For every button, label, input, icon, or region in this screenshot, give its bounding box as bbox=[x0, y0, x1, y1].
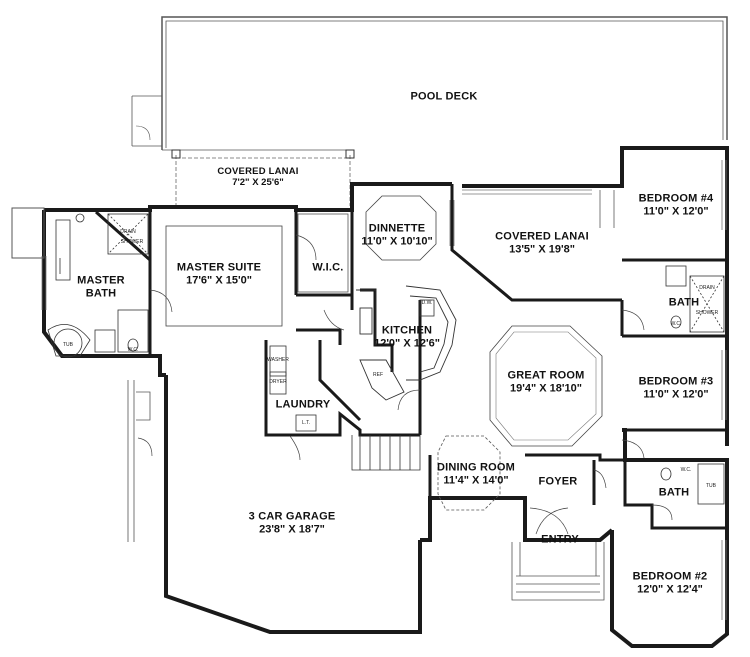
fixture-label-dryer: DRYER bbox=[269, 379, 287, 385]
room-name: BEDROOM #4 bbox=[638, 192, 714, 205]
room-name: DINING ROOM bbox=[437, 461, 515, 474]
room-label-kitchen: KITCHEN 12'0" X 12'6" bbox=[374, 324, 440, 349]
room-label-covered-lanai-right: COVERED LANAI 13'5" X 19'8" bbox=[495, 230, 589, 255]
room-name: MASTER SUITE bbox=[176, 261, 262, 274]
room-name: 3 CAR GARAGE bbox=[248, 510, 336, 523]
room-label-pool-deck: POOL DECK bbox=[411, 91, 478, 104]
room-label-master-suite: MASTER SUITE 17'6" X 15'0" bbox=[177, 261, 261, 286]
fixture-label-shower-upper: SHOWER bbox=[695, 310, 719, 316]
room-label-entry: ENTRY bbox=[541, 534, 579, 547]
fixture-label-shower: SHOWER bbox=[120, 239, 144, 245]
great-room-rug bbox=[489, 325, 603, 447]
room-label-laundry: LAUNDRY bbox=[276, 399, 331, 412]
room-label-master-bath: MASTER BATH bbox=[75, 274, 127, 299]
room-dims: 23'8" X 18'7" bbox=[259, 523, 325, 535]
dinnette-table bbox=[365, 195, 437, 261]
master-suite-bed bbox=[165, 225, 283, 327]
room-name: COVERED LANAI bbox=[217, 166, 299, 178]
room-name: KITCHEN bbox=[381, 324, 433, 337]
fixture-label-washer: WASHER bbox=[267, 357, 289, 363]
kitchen-sink bbox=[419, 299, 435, 317]
wic-shelf bbox=[297, 213, 349, 293]
master-bath-bump bbox=[11, 207, 45, 259]
pool-deck-outline bbox=[131, 16, 728, 151]
fixture-label-drain-upper: DRAIN bbox=[699, 285, 715, 291]
room-name: POOL DECK bbox=[410, 90, 478, 103]
fixture-label-tub: TUB bbox=[63, 342, 73, 348]
lanai-column bbox=[345, 149, 355, 159]
laundry-dryer bbox=[269, 371, 287, 395]
room-label-foyer: FOYER bbox=[539, 476, 578, 489]
fixture-label-tub-lower: TUB bbox=[706, 483, 716, 489]
room-dims: 11'0" X 10'10" bbox=[361, 235, 433, 247]
room-name: ENTRY bbox=[541, 533, 579, 546]
room-label-bath-lower: BATH bbox=[659, 487, 690, 500]
lower-bath-fixtures bbox=[660, 463, 725, 505]
room-dims: 11'0" X 12'0" bbox=[643, 388, 709, 400]
entry-steps bbox=[511, 542, 605, 601]
room-dims: 11'4" X 14'0" bbox=[443, 474, 509, 486]
laundry-tub bbox=[295, 414, 317, 432]
garage-side-door bbox=[127, 380, 151, 542]
exterior-walls bbox=[42, 146, 729, 648]
room-label-dining-room: DINING ROOM 11'4" X 14'0" bbox=[437, 461, 515, 486]
room-name: BEDROOM #2 bbox=[632, 570, 708, 583]
master-bath-fixtures bbox=[47, 213, 149, 358]
room-dims: 12'0" X 12'6" bbox=[374, 337, 440, 349]
fixture-label-wc-lower: W.C. bbox=[680, 467, 692, 473]
room-name: W.I.C. bbox=[312, 261, 344, 274]
room-label-bedroom-2: BEDROOM #2 12'0" X 12'4" bbox=[633, 570, 708, 595]
room-label-bedroom-3: BEDROOM #3 11'0" X 12'0" bbox=[639, 375, 714, 400]
room-label-dinnette: DINNETTE 11'0" X 10'10" bbox=[361, 222, 432, 247]
room-dims: 7'2" X 25'6" bbox=[232, 177, 284, 188]
great-room-rug-inner bbox=[495, 331, 597, 441]
room-label-garage: 3 CAR GARAGE 23'8" X 18'7" bbox=[249, 510, 336, 535]
kitchen-counters bbox=[356, 285, 457, 401]
room-name: GREAT ROOM bbox=[507, 369, 585, 382]
room-dims: 19'4" X 18'10" bbox=[510, 382, 582, 394]
room-name: COVERED LANAI bbox=[495, 230, 589, 243]
windows bbox=[41, 160, 727, 620]
room-dims: 13'5" X 19'8" bbox=[509, 243, 575, 255]
upper-bath-fixtures bbox=[665, 265, 725, 333]
fixture-label-dw: D.W. bbox=[421, 300, 433, 306]
room-name: BATH bbox=[658, 486, 690, 499]
room-name: FOYER bbox=[538, 475, 578, 488]
fixture-label-ref: REF bbox=[373, 372, 383, 378]
lanai-column bbox=[171, 149, 181, 159]
room-label-covered-lanai-left: COVERED LANAI 7'2" X 25'6" bbox=[217, 166, 299, 189]
room-name: BATH bbox=[668, 296, 700, 309]
laundry-washer bbox=[269, 345, 287, 377]
room-label-wic: W.I.C. bbox=[312, 262, 343, 275]
room-label-bath-upper: BATH bbox=[669, 297, 700, 310]
laundry-steps bbox=[351, 435, 421, 471]
room-name: LAUNDRY bbox=[275, 398, 331, 411]
room-label-great-room: GREAT ROOM 19'4" X 18'10" bbox=[508, 369, 585, 394]
fixture-label-drain: DRAIN bbox=[120, 229, 136, 235]
room-label-bedroom-4: BEDROOM #4 11'0" X 12'0" bbox=[639, 192, 714, 217]
door-swings bbox=[137, 190, 673, 535]
room-name: MASTER BATH bbox=[77, 274, 125, 299]
room-name: DINNETTE bbox=[368, 222, 426, 235]
fixture-label-wc-master: W.C. bbox=[127, 347, 139, 353]
room-dims: 11'0" X 12'0" bbox=[643, 205, 709, 217]
dining-table bbox=[437, 435, 501, 511]
room-dims: 17'6" X 15'0" bbox=[186, 274, 252, 286]
fixture-label-wc-upper: W.C. bbox=[670, 321, 682, 327]
room-name: BEDROOM #3 bbox=[638, 375, 714, 388]
fixture-label-lt: L.T. bbox=[301, 420, 311, 426]
room-dims: 12'0" X 12'4" bbox=[637, 583, 703, 595]
